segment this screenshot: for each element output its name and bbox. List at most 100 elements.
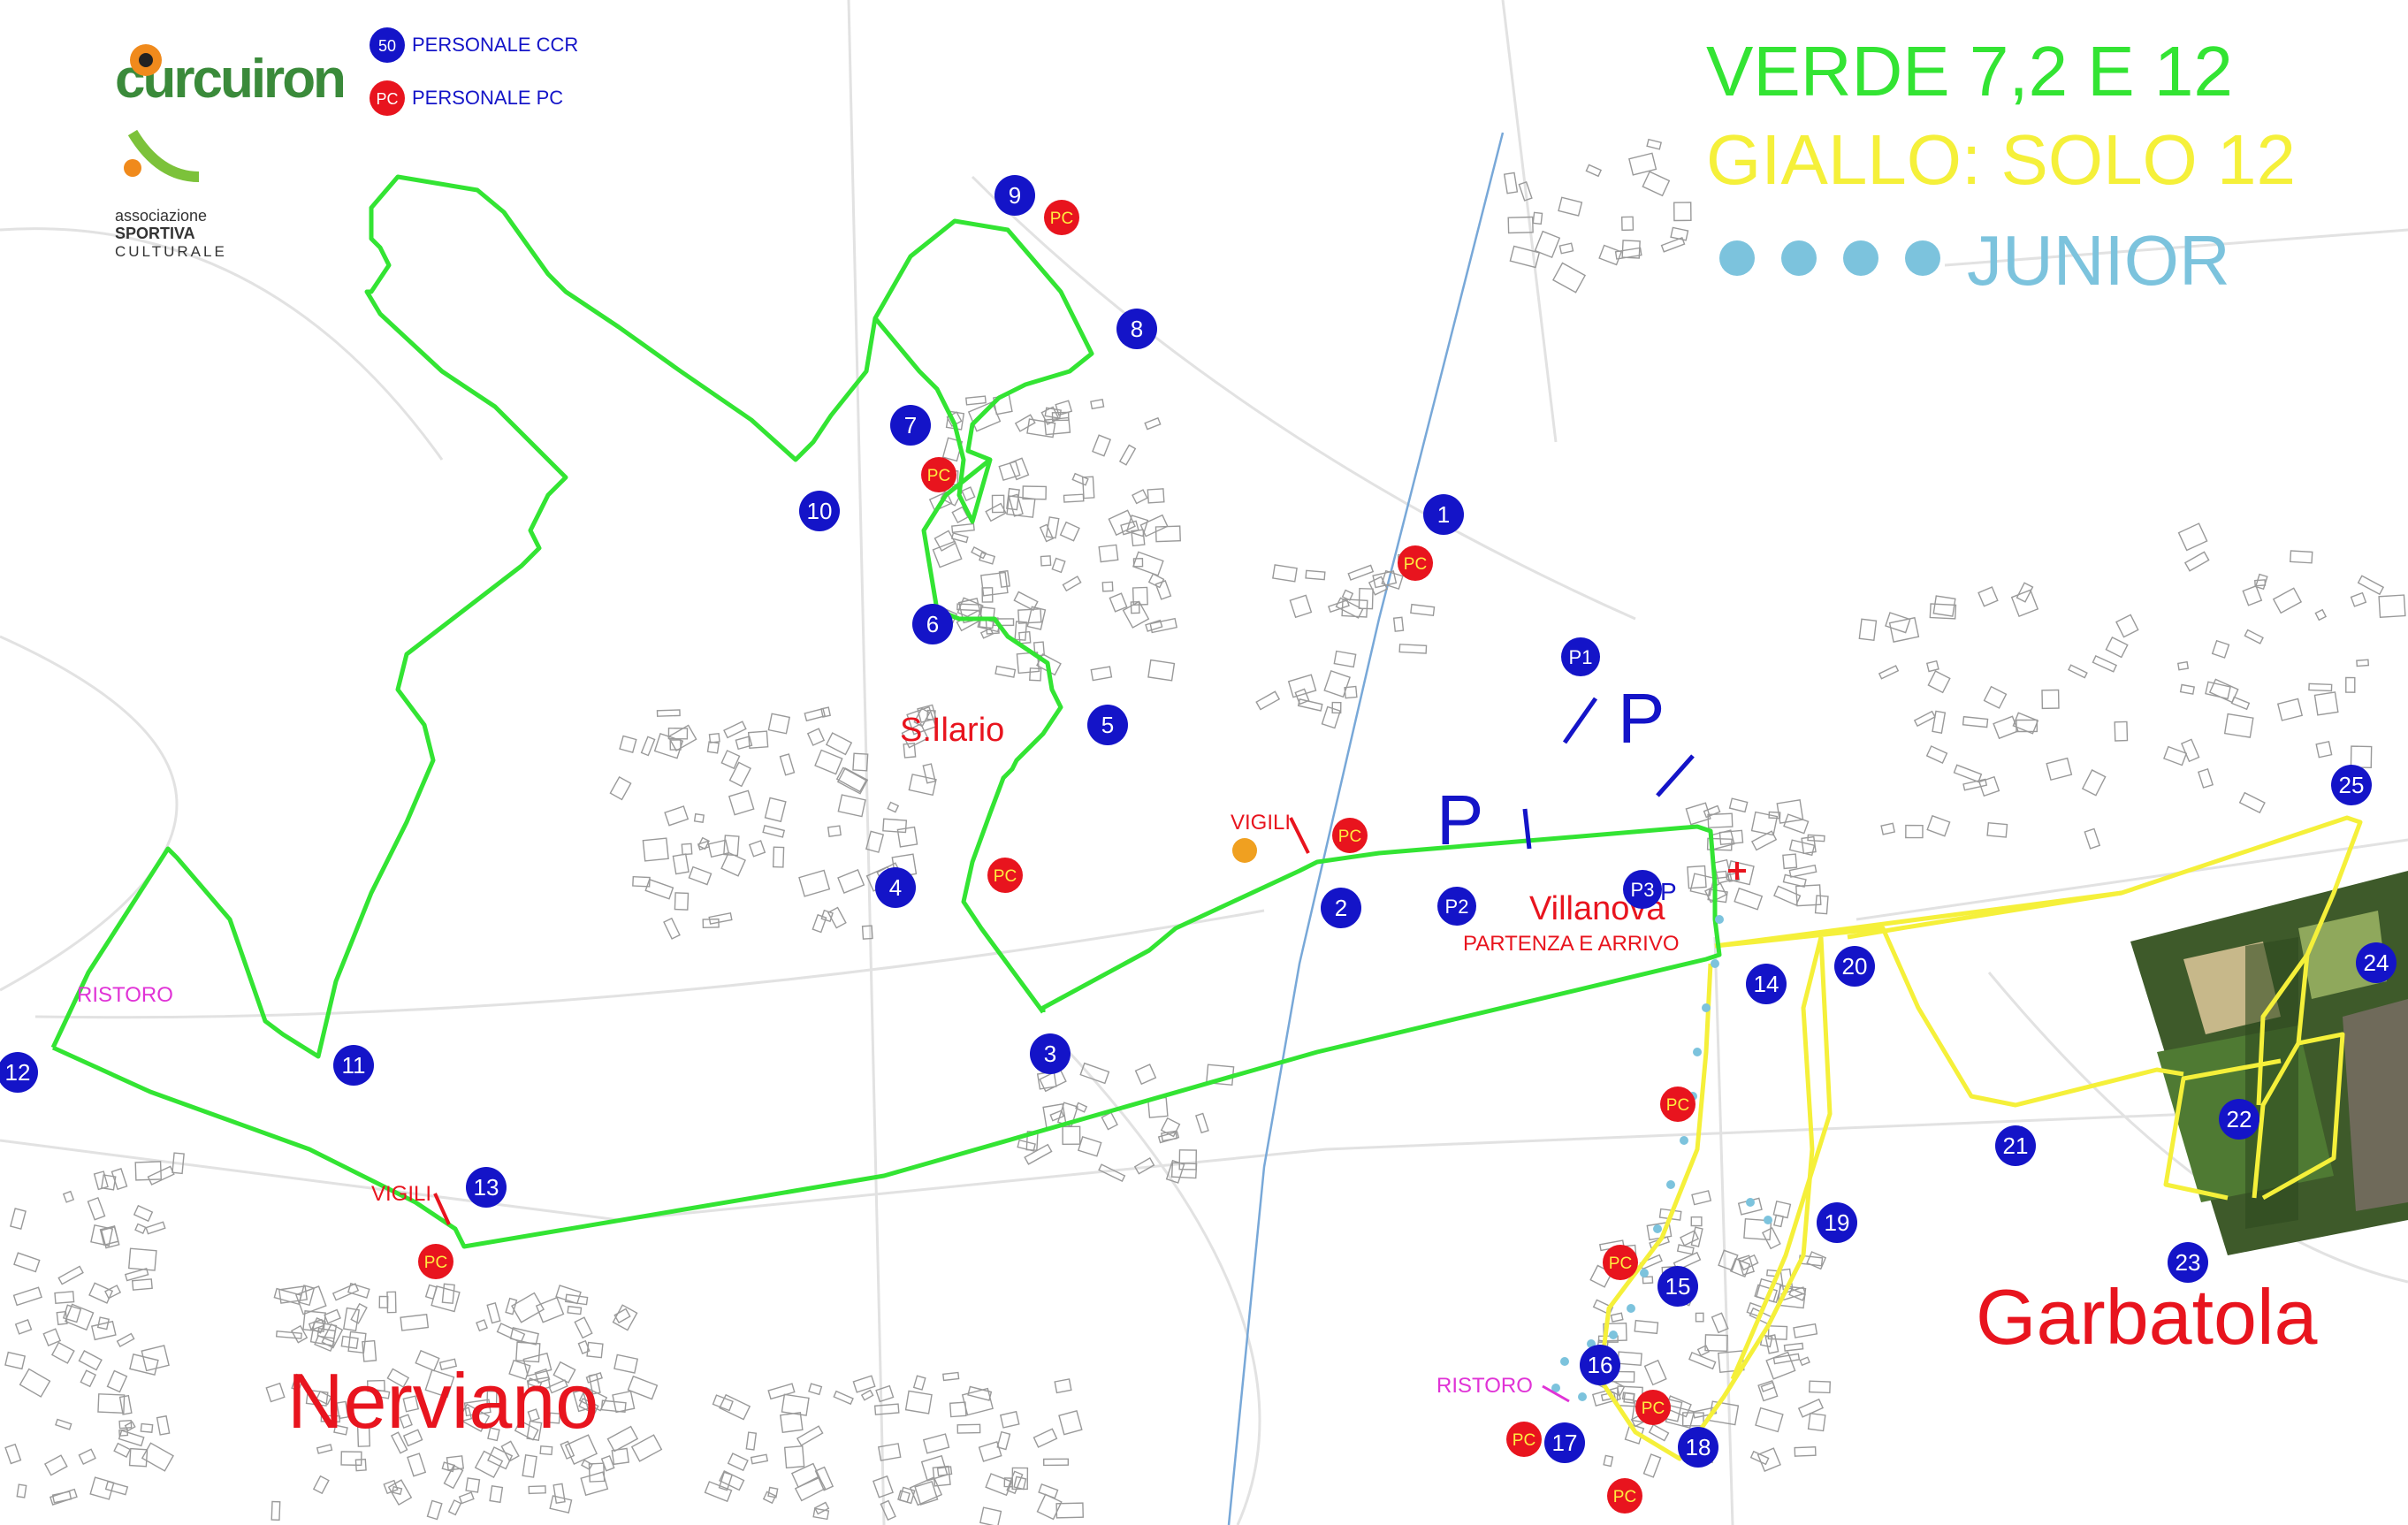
checkpoint-1: 1 — [1423, 494, 1464, 535]
place-nerviano: Nerviano — [287, 1357, 598, 1445]
pc-marker-label: PC — [424, 1254, 447, 1272]
checkpoint-label: 12 — [5, 1059, 31, 1086]
checkpoint-label: 11 — [342, 1052, 366, 1079]
vigili-label-2: VIGILI — [371, 1182, 431, 1206]
ristoro-label-1: RISTORO — [77, 983, 173, 1007]
pc-marker: PC — [1332, 818, 1368, 853]
route-giallo-title: GIALLO: SOLO 12 — [1706, 120, 2296, 199]
route-titles: VERDE 7,2 E 12 GIALLO: SOLO 12 JUNIOR — [1706, 32, 2296, 300]
checkpoint-label: 24 — [2364, 949, 2389, 976]
parking-small-p: P — [1660, 878, 1677, 905]
checkpoint-22: 22 — [2219, 1099, 2259, 1140]
parking-markers: P1 P2 P3 — [1437, 637, 1662, 926]
legend-pc-label: PERSONALE PC — [412, 87, 563, 109]
checkpoint-8: 8 — [1116, 309, 1157, 349]
checkpoint-21: 21 — [1995, 1125, 2036, 1166]
checkpoint-9: 9 — [994, 175, 1035, 216]
checkpoint-6: 6 — [912, 604, 953, 644]
checkpoint-15: 15 — [1657, 1266, 1698, 1307]
pc-marker: PC — [987, 858, 1023, 893]
checkpoint-label: 16 — [1588, 1352, 1613, 1378]
checkpoint-label: 9 — [1009, 182, 1021, 209]
parking-marker-p1: P1 — [1561, 637, 1600, 676]
checkpoint-label: 1 — [1437, 501, 1450, 528]
pc-marker-label: PC — [1404, 555, 1427, 574]
parking-slash-1 — [1562, 697, 1598, 744]
checkpoint-label: 25 — [2339, 772, 2365, 798]
checkpoint-10: 10 — [799, 491, 840, 531]
checkpoint-label: 20 — [1842, 953, 1868, 980]
legend: 50 PERSONALE CCR PC PERSONALE PC — [370, 27, 578, 116]
river — [1227, 132, 1505, 1525]
pc-marker-label: PC — [1613, 1488, 1636, 1506]
route-verde-title: VERDE 7,2 E 12 — [1706, 32, 2233, 111]
pc-marker: PC — [1635, 1390, 1671, 1425]
checkpoint-4: 4 — [875, 867, 916, 908]
parking-big-2: P — [1436, 781, 1483, 859]
legend-ccr-symbol: 50 — [378, 37, 396, 55]
checkpoint-label: 3 — [1044, 1041, 1056, 1067]
checkpoint-12: 12 — [0, 1052, 38, 1093]
checkpoint-label: 13 — [474, 1174, 499, 1201]
checkpoint-label: 5 — [1101, 712, 1114, 738]
checkpoint-label: 10 — [807, 498, 833, 524]
checkpoint-label: 21 — [2003, 1132, 2029, 1159]
parking-big-1: P — [1618, 679, 1665, 758]
logo: curcuiron associazione SPORTIVA CULTURAL… — [115, 44, 347, 260]
pc-marker: PC — [1044, 200, 1079, 235]
place-names: Nerviano Garbatola S.Ilario Villanova PA… — [287, 712, 2318, 1445]
vigili-arrow-2 — [433, 1193, 451, 1225]
parking-slash-3 — [1522, 808, 1532, 850]
checkpoint-3: 3 — [1030, 1033, 1071, 1074]
route-junior-title: JUNIOR — [1967, 221, 2230, 300]
place-garbatola: Garbatola — [1976, 1273, 2318, 1361]
place-s-ilario: S.Ilario — [900, 712, 1004, 749]
checkpoint-19: 19 — [1817, 1202, 1857, 1243]
pc-marker-label: PC — [994, 867, 1017, 886]
vigili-light-icon — [1232, 838, 1257, 863]
start-cross-icon — [1728, 862, 1746, 880]
checkpoint-7: 7 — [890, 405, 931, 446]
pc-marker-label: PC — [1609, 1254, 1632, 1273]
checkpoint-label: 22 — [2227, 1106, 2252, 1132]
ristoro-label-2: RISTORO — [1436, 1374, 1533, 1398]
checkpoint-25: 25 — [2331, 765, 2372, 805]
junior-dots-icon — [1719, 240, 1940, 276]
checkpoint-14: 14 — [1746, 964, 1787, 1004]
pc-marker: PC — [1398, 545, 1433, 581]
green-route — [50, 174, 1722, 1249]
legend-ccr-label: PERSONALE CCR — [412, 34, 578, 56]
checkpoint-11: 11 — [333, 1045, 374, 1086]
checkpoint-2: 2 — [1321, 888, 1361, 928]
pc-markers: PC PC PC PC PC PC PC PC PC PC PC — [418, 200, 1696, 1514]
pc-marker-label: PC — [1666, 1096, 1689, 1115]
pc-marker: PC — [1660, 1087, 1696, 1122]
pc-marker: PC — [1506, 1422, 1542, 1457]
checkpoint-label: 15 — [1665, 1273, 1691, 1300]
ristoro-arrow-2 — [1542, 1384, 1570, 1403]
yellow-route — [1597, 815, 2363, 1461]
checkpoint-label: 4 — [889, 874, 902, 901]
pc-marker: PC — [1607, 1478, 1642, 1514]
checkpoint-label: 18 — [1686, 1434, 1711, 1460]
checkpoint-5: 5 — [1087, 705, 1128, 745]
checkpoint-24: 24 — [2356, 942, 2397, 983]
logo-subtitle-2: SPORTIVA — [115, 225, 195, 242]
checkpoint-label: 17 — [1552, 1430, 1578, 1456]
logo-subtitle-3: CULTURALE — [115, 243, 227, 260]
parking-slash-2 — [1656, 754, 1695, 797]
checkpoint-23: 23 — [2168, 1242, 2208, 1283]
checkpoint-label: 23 — [2176, 1249, 2201, 1276]
pc-marker-label: PC — [1050, 210, 1073, 228]
place-partenza: PARTENZA E ARRIVO — [1463, 932, 1680, 956]
vigili-arrow-1 — [1289, 817, 1310, 854]
svg-text:P3: P3 — [1631, 879, 1655, 901]
frog-icon — [124, 44, 200, 182]
pc-marker: PC — [921, 457, 956, 492]
pc-marker: PC — [1603, 1245, 1638, 1280]
checkpoint-label: 6 — [926, 611, 939, 637]
checkpoint-label: 2 — [1335, 895, 1347, 921]
